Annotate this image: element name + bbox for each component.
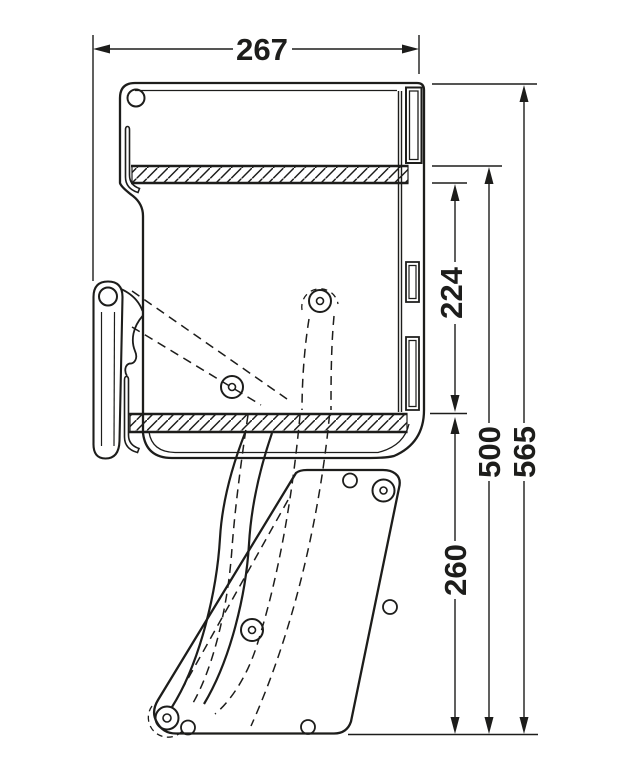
top-shelf-section bbox=[131, 164, 409, 185]
back-channel-top-inner bbox=[408, 90, 419, 161]
arrow-down-icon bbox=[484, 717, 494, 734]
arrow-up-icon bbox=[519, 85, 529, 102]
mounting-plate-outline bbox=[152, 468, 401, 735]
arm-hook-link-upper bbox=[120, 288, 144, 312]
plate-bolt-bottom-left-center bbox=[162, 713, 172, 723]
swing-curve-upper-1 bbox=[301, 318, 310, 411]
arrow-right-icon bbox=[402, 44, 419, 54]
cabinet-outline bbox=[118, 81, 426, 460]
bottom-shelf-hatch bbox=[129, 413, 408, 433]
bottom-shelf-section bbox=[129, 412, 408, 434]
plate-hole-bottom-1 bbox=[180, 719, 196, 736]
plate-bolt-top-right bbox=[371, 478, 396, 503]
back-clip-lower bbox=[405, 336, 420, 411]
dim-label-224: 224 bbox=[434, 266, 469, 319]
arrow-down-icon bbox=[450, 395, 460, 412]
right-extension-lines bbox=[348, 83, 538, 736]
lift-arm-channel-line-2 bbox=[113, 311, 116, 447]
front-rail-top-hook bbox=[124, 125, 141, 194]
lift-arm bbox=[92, 280, 144, 460]
dimension-260: 260 bbox=[438, 417, 473, 734]
front-rail-bottom-hook bbox=[123, 375, 141, 454]
mounting-hole-top-left bbox=[126, 88, 146, 108]
lowered-arm-edges bbox=[171, 432, 274, 708]
back-clip-upper bbox=[405, 261, 420, 303]
swing-curve-lower-1 bbox=[214, 414, 301, 715]
dimension-500: 500 bbox=[472, 167, 507, 734]
swing-edge-parallel bbox=[175, 499, 289, 701]
lift-arm-bar bbox=[92, 280, 124, 460]
cabinet-bottom-inner-line bbox=[148, 423, 410, 454]
plate-hole-right bbox=[382, 599, 398, 615]
arrow-down-icon bbox=[519, 717, 529, 734]
plate-bolt-top-right-center bbox=[379, 486, 388, 495]
arm-hook-link-lower bbox=[124, 315, 144, 377]
dimension-224: 224 bbox=[434, 184, 469, 412]
dim-label-500: 500 bbox=[472, 426, 507, 478]
swing-diagonal-1 bbox=[131, 290, 288, 400]
mounting-plate bbox=[152, 468, 401, 736]
back-channel-top bbox=[405, 86, 423, 164]
dim-label-260: 260 bbox=[438, 544, 473, 596]
lift-arm-pivot bbox=[98, 286, 118, 307]
dim-label-565: 565 bbox=[507, 426, 542, 478]
arrow-down-icon bbox=[450, 717, 460, 734]
dimension-565: 565 bbox=[507, 85, 542, 734]
dim-label-267: 267 bbox=[236, 32, 288, 67]
pivot-arc-upper bbox=[301, 288, 339, 311]
arrow-up-icon bbox=[450, 184, 460, 201]
cabinet-body bbox=[118, 81, 426, 460]
arrow-up-icon bbox=[450, 417, 460, 434]
arrow-up-icon bbox=[484, 167, 494, 184]
plate-bolt-middle bbox=[240, 618, 264, 642]
pivot-bolt-upper-center bbox=[315, 296, 325, 306]
swing-curve-upper-2 bbox=[330, 315, 335, 411]
dimension-width-267: 267 bbox=[92, 32, 420, 281]
pivot-bolt-lower bbox=[220, 375, 244, 399]
swing-curve-lower-2 bbox=[250, 414, 331, 727]
top-shelf-hatch bbox=[131, 165, 409, 184]
plate-bolt-middle-center bbox=[247, 625, 257, 635]
plate-hole-bottom-2 bbox=[300, 719, 316, 735]
plate-bolt-bottom-left bbox=[154, 705, 180, 731]
back-clip-upper-inner bbox=[408, 264, 417, 300]
pivot-bolt-lower-center bbox=[227, 382, 237, 392]
swing-diagonal-2 bbox=[131, 326, 262, 406]
plate-hole-top bbox=[342, 472, 358, 489]
lowered-arm-edge-front bbox=[171, 432, 247, 708]
arrow-left-icon bbox=[93, 44, 110, 54]
pivot-bolt-upper bbox=[308, 289, 332, 313]
back-clip-lower-inner bbox=[408, 339, 417, 408]
